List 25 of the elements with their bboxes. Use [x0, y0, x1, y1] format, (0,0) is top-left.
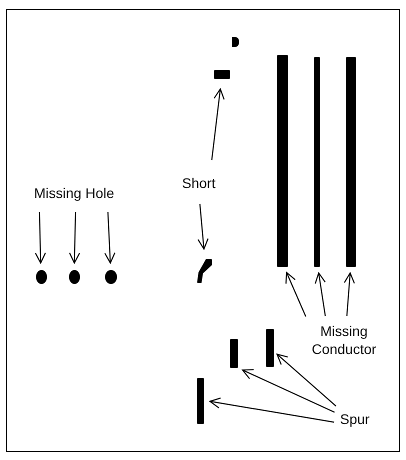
copper-trace	[314, 57, 320, 267]
arrow	[69, 212, 80, 264]
arrow	[276, 354, 336, 406]
defect-label: Short	[182, 174, 216, 192]
defect-label: Missing Hole	[34, 184, 114, 202]
arrow	[34, 212, 46, 264]
copper-trace	[197, 378, 204, 424]
defect-label: Spur	[340, 410, 370, 428]
hole-spot	[69, 270, 80, 284]
arrow	[285, 272, 306, 317]
copper-trace	[346, 57, 356, 267]
copper-trace	[230, 339, 238, 368]
defect-label: Missing Conductor	[302, 322, 386, 358]
arrow	[314, 272, 326, 316]
copper-trace	[277, 55, 288, 267]
arrow	[209, 398, 334, 423]
arrow	[104, 212, 116, 264]
copper-blob	[214, 70, 230, 79]
arrow	[211, 88, 225, 160]
arrow	[242, 369, 335, 413]
arrow	[344, 272, 355, 316]
hole-spot	[105, 270, 117, 284]
arrow	[198, 204, 209, 250]
hole-spot	[36, 270, 47, 284]
copper-trace	[266, 329, 274, 367]
